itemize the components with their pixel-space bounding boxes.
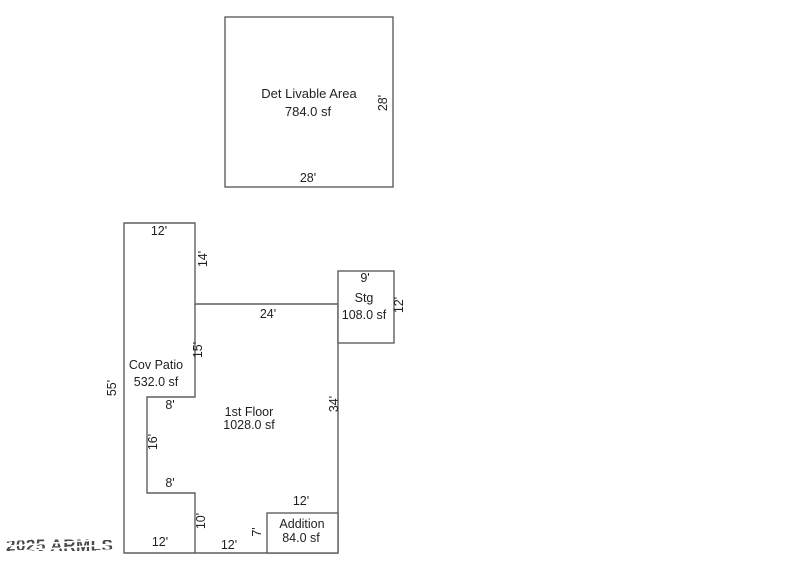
stg-dim-top: 9'	[360, 271, 369, 285]
first-floor-dim-bottom: 12'	[221, 538, 237, 552]
addition-name: Addition	[279, 517, 324, 531]
stg-dim-right: 12'	[392, 297, 406, 313]
addition-dim-left: 7'	[250, 527, 264, 536]
patio-first-floor-boundary	[146, 304, 196, 553]
patio-sqft: 532.0 sf	[134, 375, 179, 389]
patio-dim-right-upper: 14'	[196, 251, 210, 267]
patio-dim-notch-bottom: 8'	[165, 476, 174, 490]
patio-dim-right-mid: 15'	[191, 342, 205, 358]
stg-name: Stg	[355, 291, 374, 305]
patio-dim-top: 12'	[151, 224, 167, 238]
addition-dim-top: 12'	[293, 494, 309, 508]
first-floor-dim-right: 34'	[327, 396, 341, 412]
addition-outline	[266, 512, 339, 554]
det-dim-bottom: 28'	[300, 171, 316, 185]
det-area-name: Det Livable Area	[261, 86, 357, 101]
armls-watermark: 2025 ARMLS	[6, 536, 114, 556]
patio-dim-right-lower: 10'	[194, 513, 208, 529]
patio-dim-notch-top: 8'	[165, 398, 174, 412]
patio-name: Cov Patio	[129, 358, 183, 372]
det-area-sqft: 784.0 sf	[285, 104, 332, 119]
det-dim-right: 28'	[376, 95, 390, 111]
stg-outline	[337, 270, 395, 344]
det-livable-area-outline	[224, 16, 394, 188]
addition-sqft: 84.0 sf	[282, 531, 320, 545]
first-floor-dim-top: 24'	[260, 307, 276, 321]
patio-dim-notch-left: 16'	[146, 434, 160, 450]
first-floor-sqft: 1028.0 sf	[223, 418, 275, 432]
first-floor-name: 1st Floor	[225, 405, 274, 419]
patio-dim-bottom: 12'	[152, 535, 168, 549]
stg-sqft: 108.0 sf	[342, 308, 387, 322]
patio-dim-left: 55'	[105, 380, 119, 396]
